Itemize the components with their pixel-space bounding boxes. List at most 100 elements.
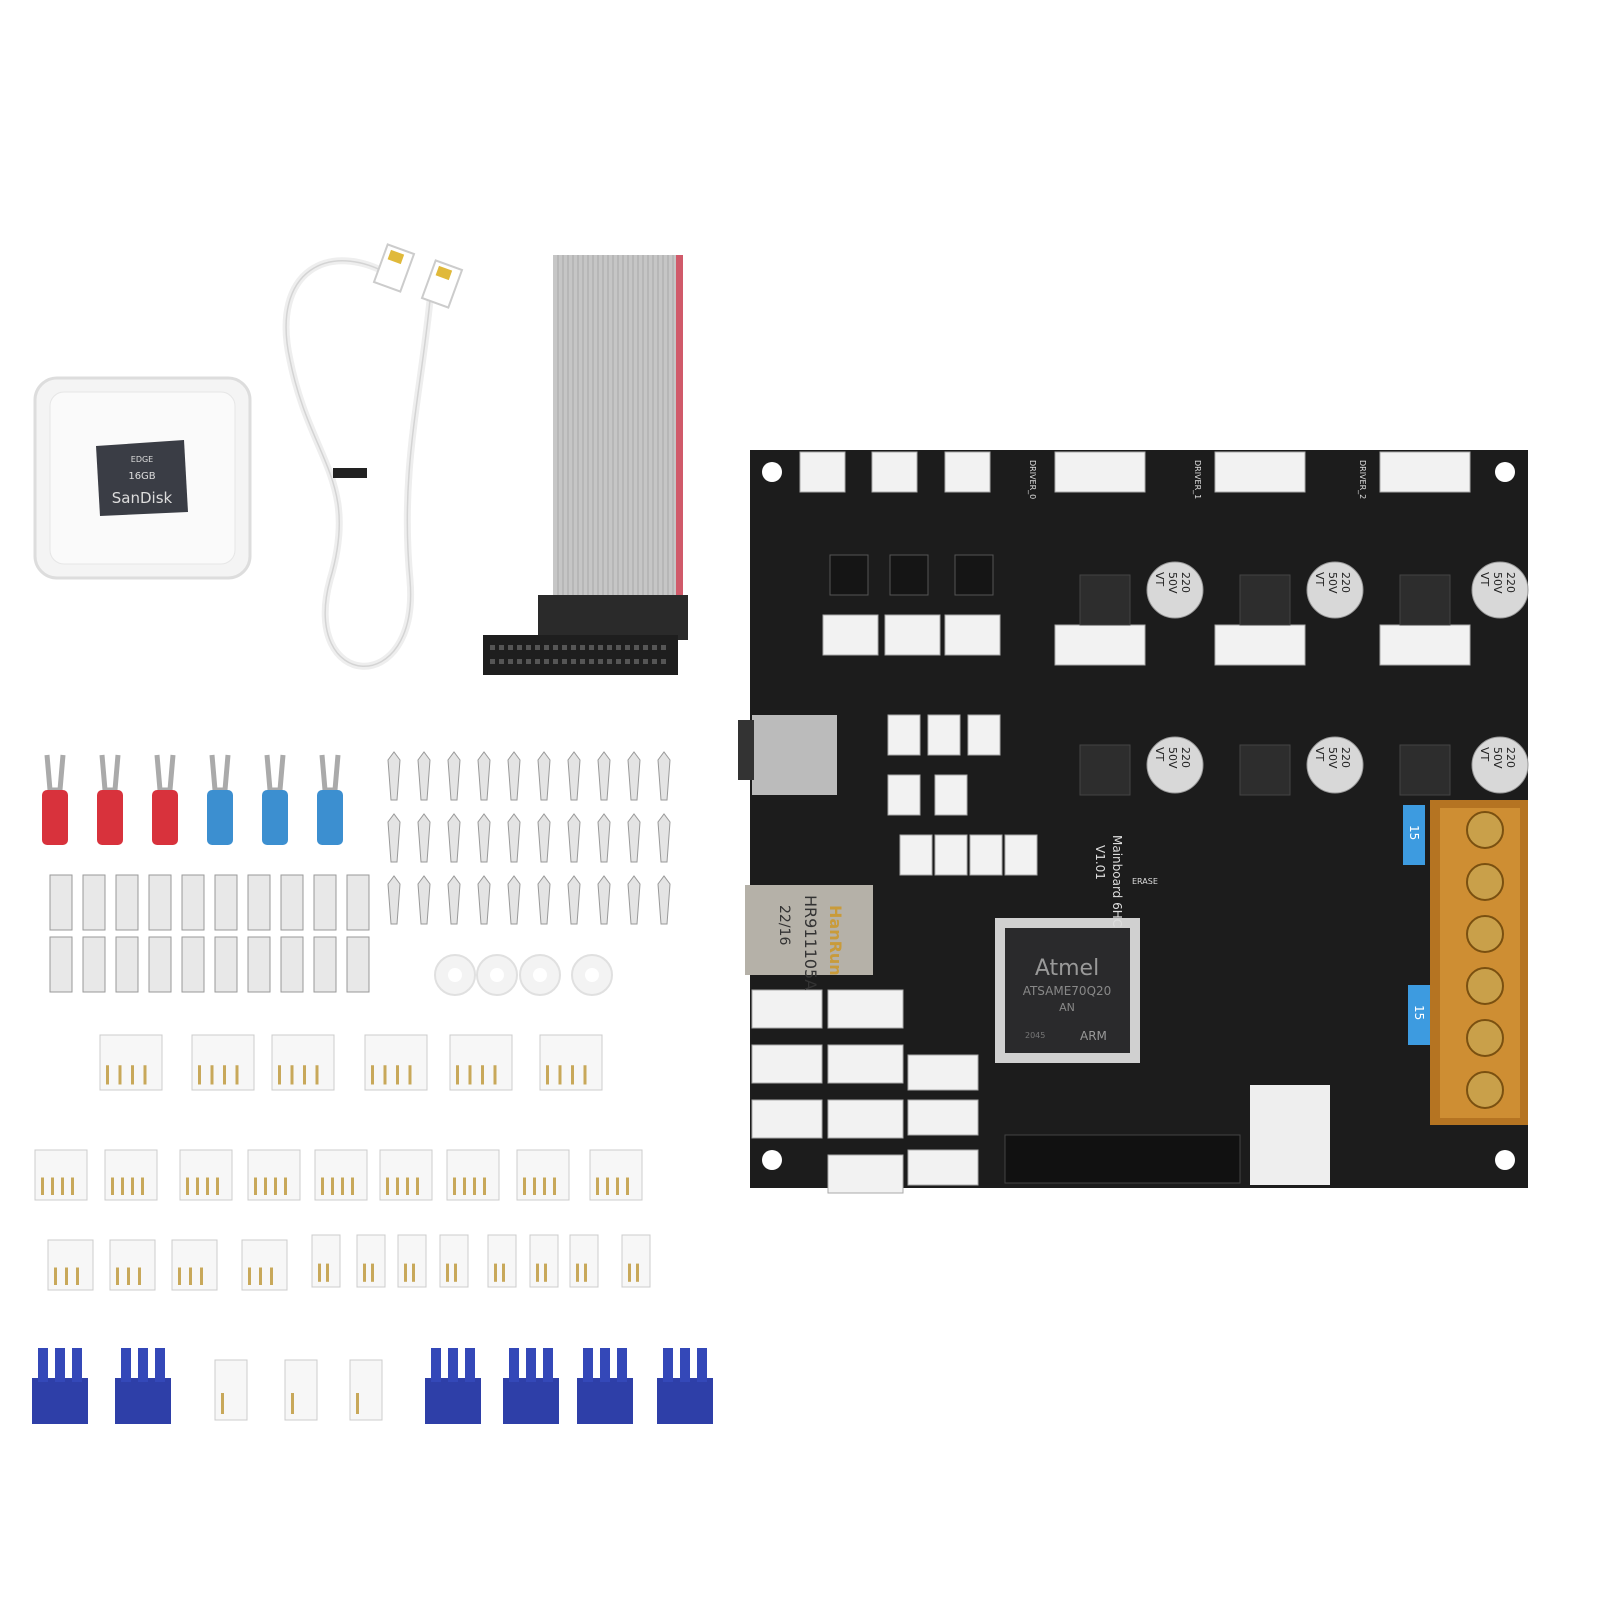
board-connector bbox=[927, 714, 961, 756]
heatsink-fin bbox=[72, 1348, 82, 1382]
housing-pin bbox=[502, 1263, 505, 1282]
connector-housing bbox=[349, 1359, 383, 1421]
connector-housing bbox=[34, 1149, 88, 1201]
housing-pin bbox=[412, 1263, 415, 1282]
housing-pin bbox=[546, 1065, 549, 1085]
housing-pin bbox=[533, 1177, 536, 1195]
spade-fork bbox=[319, 754, 341, 793]
housing-pin bbox=[576, 1263, 579, 1282]
housing-pin bbox=[41, 1177, 44, 1195]
mounting-hole bbox=[762, 462, 782, 482]
crimp-pin bbox=[597, 751, 611, 801]
connector-housing bbox=[487, 1234, 517, 1288]
housing-pin bbox=[536, 1263, 539, 1282]
housing-pin bbox=[118, 1065, 122, 1085]
heatsink-fin bbox=[680, 1348, 690, 1382]
crimp-pin bbox=[507, 751, 521, 801]
fuse-label: 15 bbox=[1407, 825, 1421, 840]
board-connector bbox=[751, 1044, 823, 1084]
housing-pin bbox=[583, 1065, 587, 1085]
board-connector bbox=[827, 1099, 904, 1139]
crimp-pin bbox=[417, 751, 431, 801]
housing-pin bbox=[210, 1065, 214, 1085]
housing-pin bbox=[558, 1065, 562, 1085]
spade-sleeve bbox=[42, 790, 68, 845]
crimp-terminal bbox=[346, 874, 370, 931]
header-pin bbox=[652, 659, 657, 664]
sd-line: EDGE bbox=[131, 455, 153, 464]
header-pin bbox=[598, 659, 603, 664]
spade-sleeve bbox=[207, 790, 233, 845]
connector-housing bbox=[311, 1234, 341, 1288]
board-connector bbox=[827, 1154, 904, 1194]
capacitor-label: 220 bbox=[1339, 572, 1352, 593]
heatsink-fin bbox=[55, 1348, 65, 1382]
mounting-hole bbox=[1495, 462, 1515, 482]
heatsink-fin bbox=[600, 1348, 610, 1382]
crimp-pin bbox=[567, 751, 581, 801]
crimp-pin bbox=[387, 875, 401, 925]
housing-pin bbox=[235, 1065, 239, 1085]
housing-pin bbox=[178, 1267, 181, 1285]
crimp-terminal bbox=[115, 874, 139, 931]
mcu-rev: AN bbox=[1059, 1001, 1075, 1014]
header-pin bbox=[490, 645, 495, 650]
header-pin bbox=[535, 659, 540, 664]
crimp-pin bbox=[657, 751, 671, 801]
connector-housing bbox=[284, 1359, 318, 1421]
washer-hole bbox=[585, 968, 599, 982]
housing-pin bbox=[71, 1177, 74, 1195]
board-connector bbox=[884, 614, 941, 656]
header-pin bbox=[499, 645, 504, 650]
crimp-terminal bbox=[181, 874, 205, 931]
board-connector bbox=[827, 989, 904, 1029]
crimp-terminal bbox=[49, 874, 73, 931]
spade-fork bbox=[209, 754, 231, 793]
housing-pin bbox=[416, 1177, 419, 1195]
power-terminal-block bbox=[1430, 800, 1528, 1125]
capacitor-body bbox=[1471, 561, 1529, 619]
housing-body bbox=[171, 1239, 218, 1291]
heatsink-fin bbox=[543, 1348, 553, 1382]
housing-pin bbox=[356, 1393, 359, 1414]
header-pin bbox=[517, 659, 522, 664]
board-connector bbox=[934, 774, 968, 816]
housing-pin bbox=[341, 1177, 344, 1195]
stepper-connector bbox=[1214, 624, 1306, 666]
capacitor-body bbox=[1146, 561, 1204, 619]
heatsink-base bbox=[425, 1378, 481, 1424]
crimp-pin bbox=[477, 813, 491, 863]
housing-pin bbox=[454, 1263, 457, 1282]
header-pin bbox=[643, 659, 648, 664]
crimp-terminal bbox=[214, 874, 238, 931]
housing-body bbox=[356, 1234, 386, 1288]
capacitor-body bbox=[1146, 736, 1204, 794]
housing-pin bbox=[76, 1267, 79, 1285]
mounting-hole bbox=[1495, 1150, 1515, 1170]
crimp-pin bbox=[567, 813, 581, 863]
spade-fork bbox=[99, 754, 121, 793]
driver-label: DRIVER_0 bbox=[1028, 460, 1037, 499]
crimp-terminal bbox=[313, 874, 337, 931]
housing-pin bbox=[493, 1065, 497, 1085]
header-pin bbox=[661, 645, 666, 650]
board-connector bbox=[967, 714, 1001, 756]
sd-card-case: EDGE 16GB SanDisk bbox=[33, 376, 252, 580]
housing-pin bbox=[254, 1177, 257, 1195]
board-connector bbox=[934, 834, 968, 876]
mcu-code: 2045 bbox=[1025, 1031, 1045, 1040]
housing-pin bbox=[523, 1177, 526, 1195]
stepper-driver-chip bbox=[1079, 744, 1131, 796]
housing-pin bbox=[553, 1177, 556, 1195]
crimp-pin bbox=[387, 813, 401, 863]
crimp-pin bbox=[627, 813, 641, 863]
board-connector bbox=[1004, 834, 1038, 876]
header-pin bbox=[553, 645, 558, 650]
housing-pin bbox=[264, 1177, 267, 1195]
housing-pin bbox=[606, 1177, 609, 1195]
connector-housing bbox=[179, 1149, 233, 1201]
ethernet-part: HR911105A bbox=[801, 895, 820, 990]
heatsink bbox=[32, 1348, 88, 1424]
header-pin bbox=[508, 659, 513, 664]
crimp-pin bbox=[657, 813, 671, 863]
